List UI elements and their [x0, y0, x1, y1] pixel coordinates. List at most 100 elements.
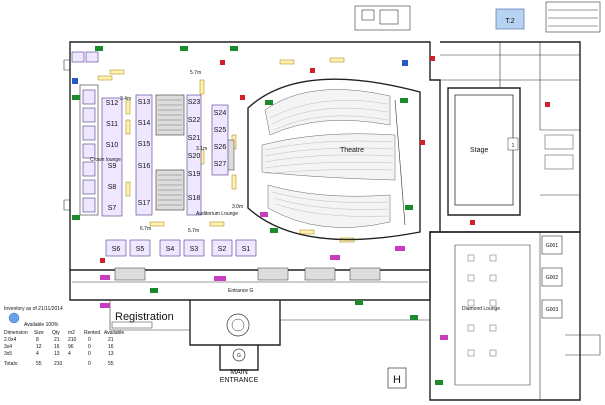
- booth-label: S24: [214, 110, 227, 117]
- booth-label: S6: [112, 246, 121, 253]
- room-label: G003: [546, 307, 558, 313]
- booth[interactable]: [82, 107, 96, 123]
- booth-label: S19: [188, 171, 201, 178]
- booth[interactable]: [71, 51, 85, 63]
- registration-label: Registration: [115, 311, 174, 323]
- booth-label: S13: [138, 99, 151, 106]
- entrance-marker: G: [237, 353, 241, 359]
- inventory-note: Inventory as of 21/11/2014: [4, 306, 63, 312]
- dimension-label: 5.7m: [190, 70, 201, 76]
- booth[interactable]: [85, 51, 99, 63]
- room-label: G001: [546, 243, 558, 249]
- table-header: Dimension: [4, 330, 28, 336]
- booth-label: S8: [108, 184, 117, 191]
- corridor-elements: [114, 267, 381, 337]
- totals-cell: 210: [54, 361, 63, 367]
- dimension-label: 3.0m: [232, 204, 243, 210]
- table-header: Size: [34, 330, 44, 336]
- booth-block-left: S12 S11 S10 S9 S8 S7: [101, 97, 123, 217]
- signage: [72, 46, 550, 385]
- booth-label: S12: [106, 100, 119, 107]
- table-header: m2: [68, 330, 75, 336]
- booth-label: S16: [138, 163, 151, 170]
- booth-label: S27: [214, 161, 227, 168]
- booth-label: S14: [138, 120, 151, 127]
- theatre: Theatre: [247, 78, 421, 241]
- totals-label: Totals:: [4, 361, 18, 367]
- booth-label: S25: [214, 127, 227, 134]
- stage-number: 1: [512, 143, 515, 149]
- booth-label: S18: [188, 195, 201, 202]
- corner-marker-label: T.2: [505, 18, 514, 25]
- booth[interactable]: [82, 179, 96, 195]
- booth-label: S4: [166, 246, 175, 253]
- helipad-marker: H: [393, 374, 401, 386]
- booth-row-bottom: S6 S5 S4 S3 S2 S1: [105, 239, 257, 257]
- available-dot: [8, 312, 20, 324]
- booth-label: S5: [136, 246, 145, 253]
- booth-label: S20: [188, 153, 201, 160]
- room-label: G002: [546, 275, 558, 281]
- crown-lounge-label: Crown lounge: [90, 157, 121, 163]
- booth-label: S10: [106, 142, 119, 149]
- main-entrance: G MAIN ENTRANCE: [219, 345, 259, 384]
- booth-label: S9: [108, 163, 117, 170]
- dimension-label: 5.7m: [188, 228, 199, 234]
- booth-label: S3: [190, 246, 199, 253]
- table-cell: 16: [54, 344, 60, 350]
- table-cell: 0: [88, 337, 91, 343]
- table-cell: 13: [54, 351, 60, 357]
- table-cell: 21: [108, 337, 114, 343]
- helipad-box: [387, 367, 407, 389]
- building-walls: [63, 41, 581, 401]
- table-cell: 4: [68, 351, 71, 357]
- table-cell: 21: [54, 337, 60, 343]
- table-cell: 96: [68, 344, 74, 350]
- booth-label: S11: [106, 121, 118, 128]
- table-header: Available: [104, 330, 124, 336]
- table-cell: 210: [68, 337, 77, 343]
- registration: Registration: [111, 311, 174, 329]
- table-cell: 4: [36, 351, 39, 357]
- dimensions: 5.7m 3.4m 3.1m 6.7m 5.7m 3.0m: [120, 70, 243, 234]
- escalators: [155, 94, 235, 211]
- available-label: Available 100%: [24, 322, 59, 328]
- table-header: Qty: [52, 330, 60, 336]
- booth-block-center-left: S13 S14 S15 S16 S17: [135, 94, 153, 216]
- diamond-lounge: Diamond Lounge G001 G002 G003: [462, 235, 601, 357]
- totals-cell: 55: [108, 361, 114, 367]
- totals-cell: 0: [88, 361, 91, 367]
- dimension-label: 3.4m: [120, 96, 131, 102]
- booth[interactable]: [82, 89, 96, 105]
- main-entrance-label-2: ENTRANCE: [220, 377, 259, 384]
- table-cell: 0: [88, 351, 91, 357]
- table-cell: 8: [36, 337, 39, 343]
- dimension-label: 3.1m: [196, 146, 207, 152]
- booth-label: S23: [188, 99, 201, 106]
- stage-label: Stage: [470, 147, 488, 154]
- booth-label: S7: [108, 205, 117, 212]
- booth[interactable]: [82, 125, 96, 141]
- booth-block-center-right: S23 S22 S21 S20 S19 S18: [186, 94, 202, 216]
- left-booth-column: [71, 51, 99, 216]
- booth[interactable]: [82, 143, 96, 159]
- table-cell: 2.0x4: [4, 337, 16, 343]
- booth-label: S2: [218, 246, 227, 253]
- dimension-label: 6.7m: [140, 226, 151, 232]
- stage: Stage 1: [454, 94, 574, 206]
- table-cell: 12: [36, 344, 42, 350]
- booth-label: S15: [138, 141, 151, 148]
- booth[interactable]: [82, 161, 96, 177]
- table-header: Rented: [84, 330, 100, 336]
- totals-cell: 55: [36, 361, 42, 367]
- top-annex: [354, 1, 601, 33]
- booth[interactable]: [82, 197, 96, 213]
- table-cell: 0: [88, 344, 91, 350]
- corner-marker-box: [495, 8, 525, 30]
- auditorium-lounge-label: Auditorium Lounge: [196, 211, 238, 217]
- booth-block-right: S24 S25 S26 S27: [211, 104, 229, 176]
- table-cell: 3x4: [4, 344, 12, 350]
- booth-label: S17: [138, 200, 151, 207]
- theatre-label: Theatre: [340, 147, 364, 154]
- table-cell: 3x5: [4, 351, 12, 357]
